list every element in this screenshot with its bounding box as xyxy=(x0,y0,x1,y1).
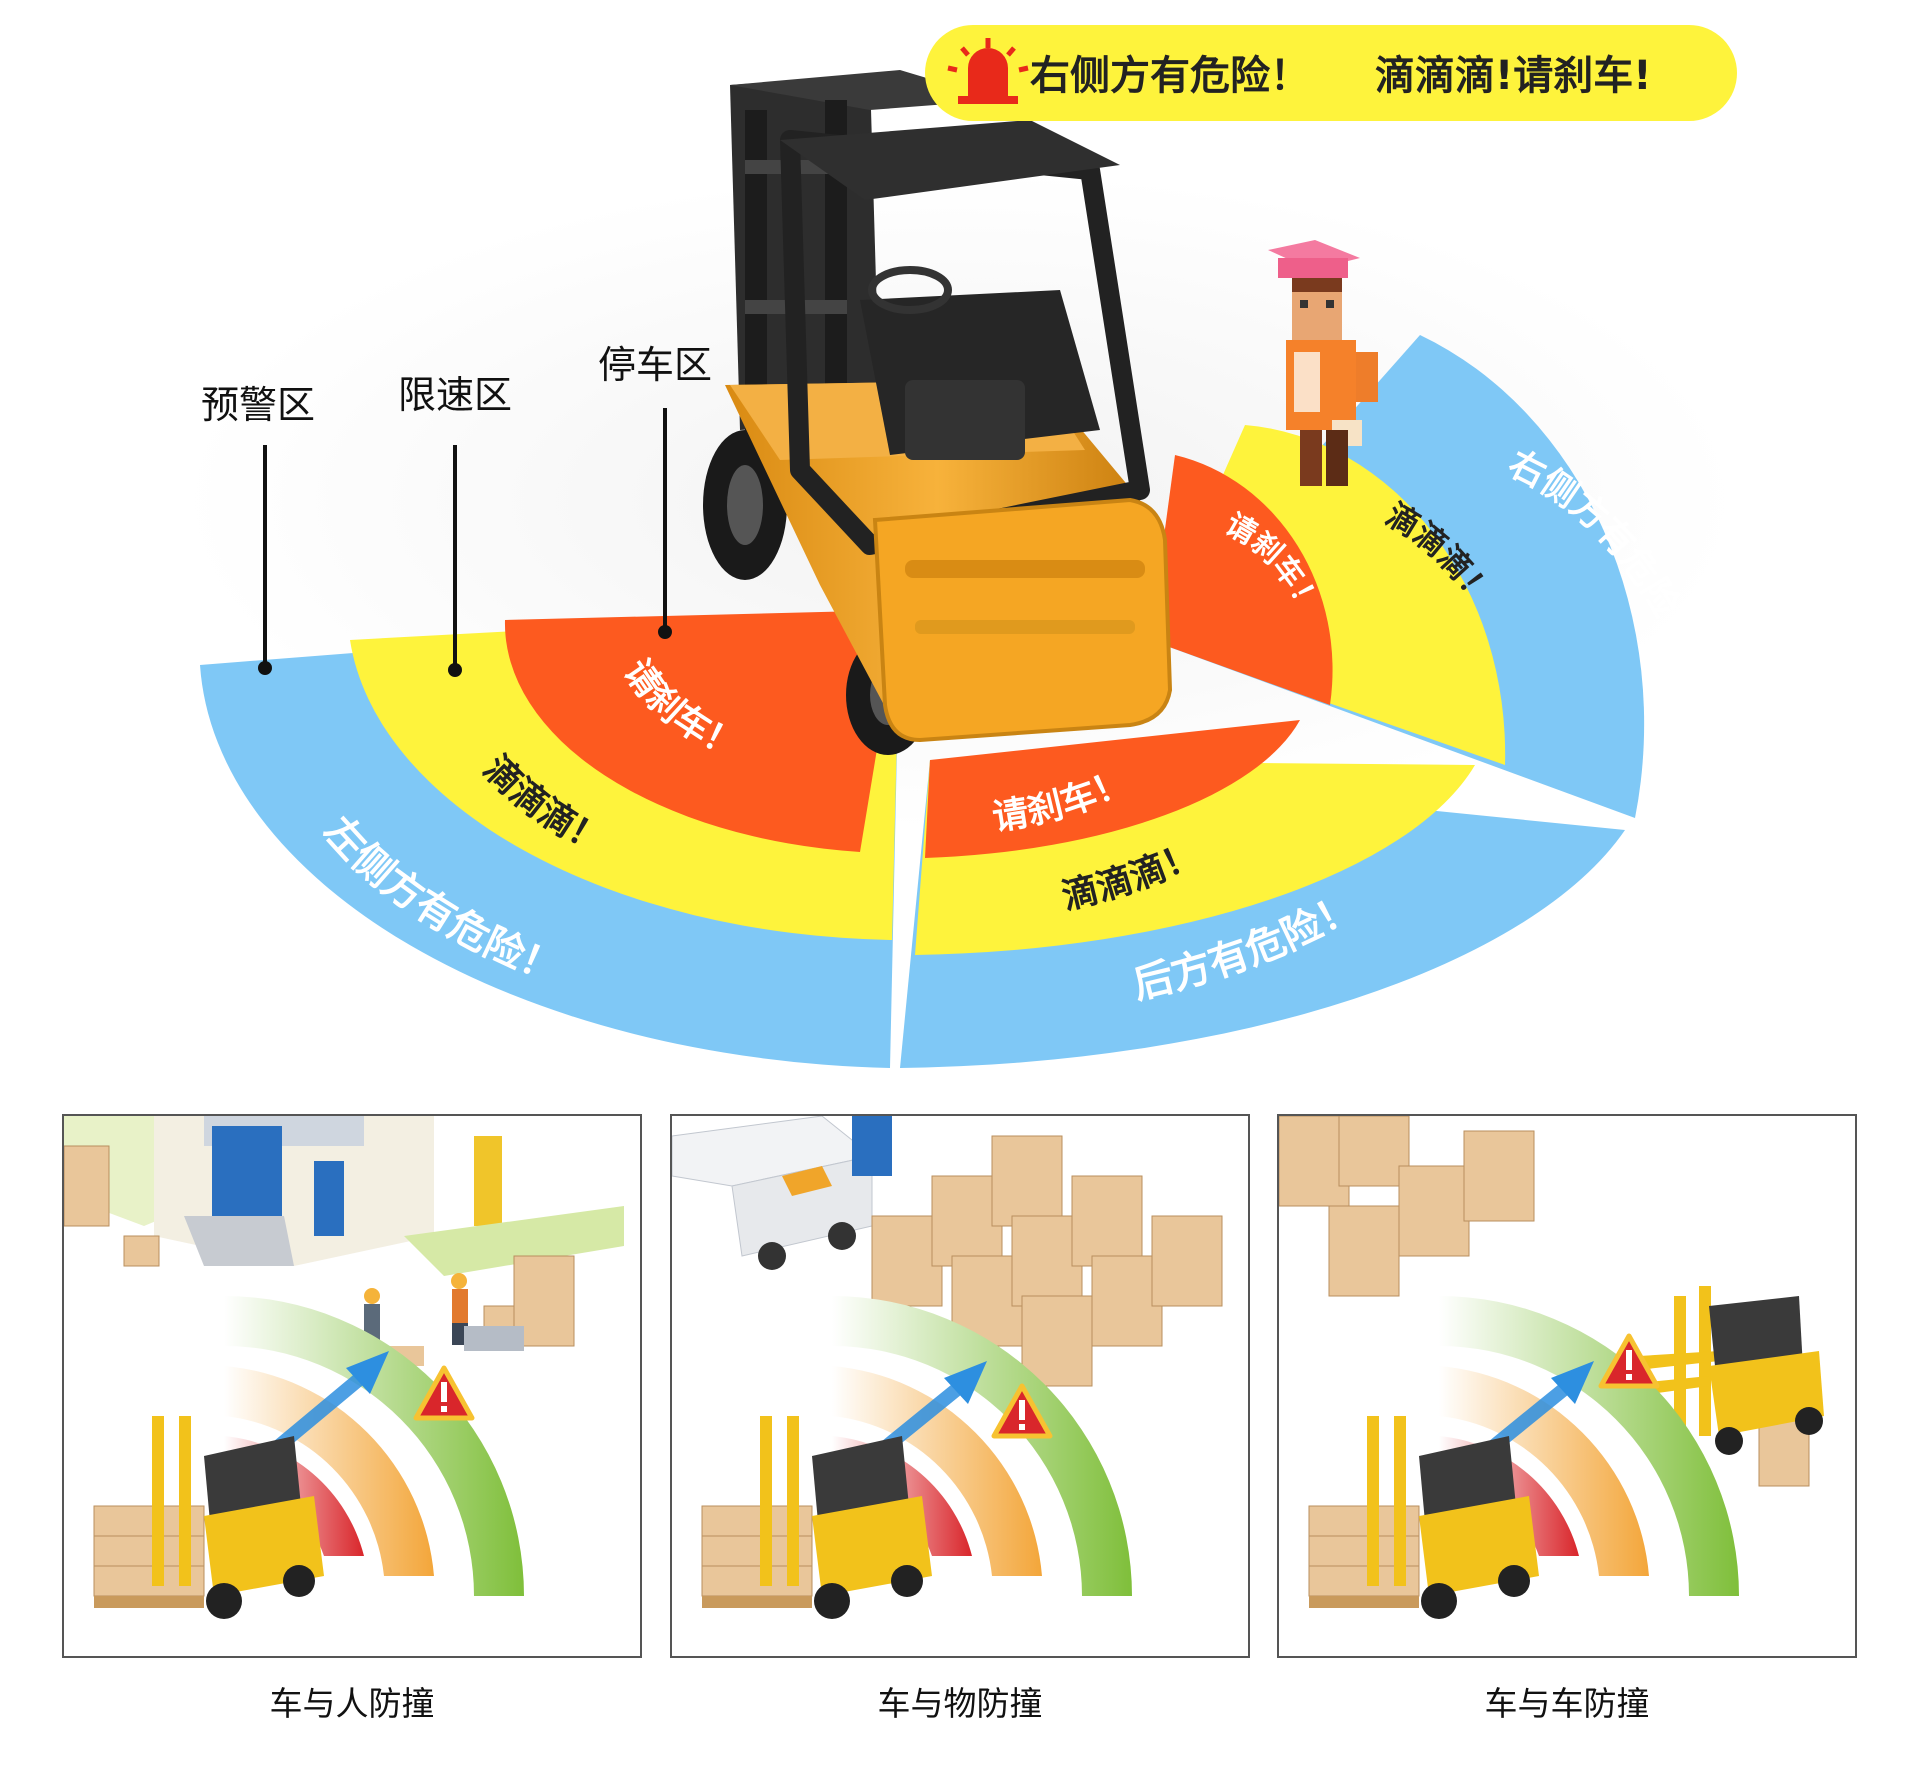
direction-arrow-icon xyxy=(272,1351,389,1453)
forklift-icon xyxy=(701,1416,932,1619)
warning-triangle-icon xyxy=(1598,1333,1660,1389)
zone-leader-warning xyxy=(258,445,272,675)
orange-zone-arc xyxy=(1439,1366,1649,1576)
orange-zone-arc xyxy=(224,1366,434,1576)
panel-vehicle-object xyxy=(670,1114,1250,1658)
green-zone-arc xyxy=(1439,1296,1739,1596)
box-stack xyxy=(871,1135,1223,1387)
warehouse-building xyxy=(64,1116,624,1276)
direction-arrow-icon xyxy=(1487,1361,1594,1453)
warning-triangle-icon xyxy=(413,1365,475,1421)
zone-label-speed: 限速区 xyxy=(398,373,512,417)
siren-icon xyxy=(947,38,1029,104)
zone-leader-speed xyxy=(448,445,462,677)
rear-stop-zone xyxy=(925,720,1300,858)
alert-banner: 右侧方有危险！ 滴滴滴!请刹车! xyxy=(925,25,1737,121)
zone-label-stop: 停车区 xyxy=(598,343,712,387)
forklift-icon xyxy=(1308,1416,1539,1619)
alert-message: 右侧方有危险！ xyxy=(1030,53,1310,99)
hero-diagram: 左侧方有危险！ 滴滴滴！ 请刹车！ 后方有危险！ 滴滴滴！ 请刹车！ 右侧方有危… xyxy=(180,25,1740,1068)
forklift-icon xyxy=(93,1416,324,1619)
zone-leader-stop xyxy=(658,408,672,639)
warning-triangle-icon xyxy=(991,1383,1053,1439)
zone-label-warning: 预警区 xyxy=(201,383,315,427)
forklift-illustration xyxy=(703,70,1173,755)
left-stop-zone xyxy=(504,610,900,852)
green-zone-arc xyxy=(224,1296,524,1596)
box-stack xyxy=(1279,1116,1810,1487)
direction-arrow-icon xyxy=(880,1361,987,1453)
caption-vehicle-person: 车与人防撞 xyxy=(269,1684,435,1723)
right-stop-zone xyxy=(1150,455,1333,705)
second-forklift-icon xyxy=(1599,1286,1824,1455)
green-zone-arc xyxy=(832,1296,1132,1596)
pedestrian-figure xyxy=(1268,240,1378,486)
panel-vehicle-person xyxy=(62,1114,642,1658)
alert-beep: 滴滴滴!请刹车! xyxy=(1375,53,1651,99)
orange-zone-arc xyxy=(832,1366,1042,1576)
caption-vehicle-vehicle: 车与车防撞 xyxy=(1484,1684,1650,1723)
caption-vehicle-object: 车与物防撞 xyxy=(877,1684,1043,1723)
panel-vehicle-vehicle xyxy=(1277,1114,1857,1658)
truck xyxy=(672,1116,892,1270)
